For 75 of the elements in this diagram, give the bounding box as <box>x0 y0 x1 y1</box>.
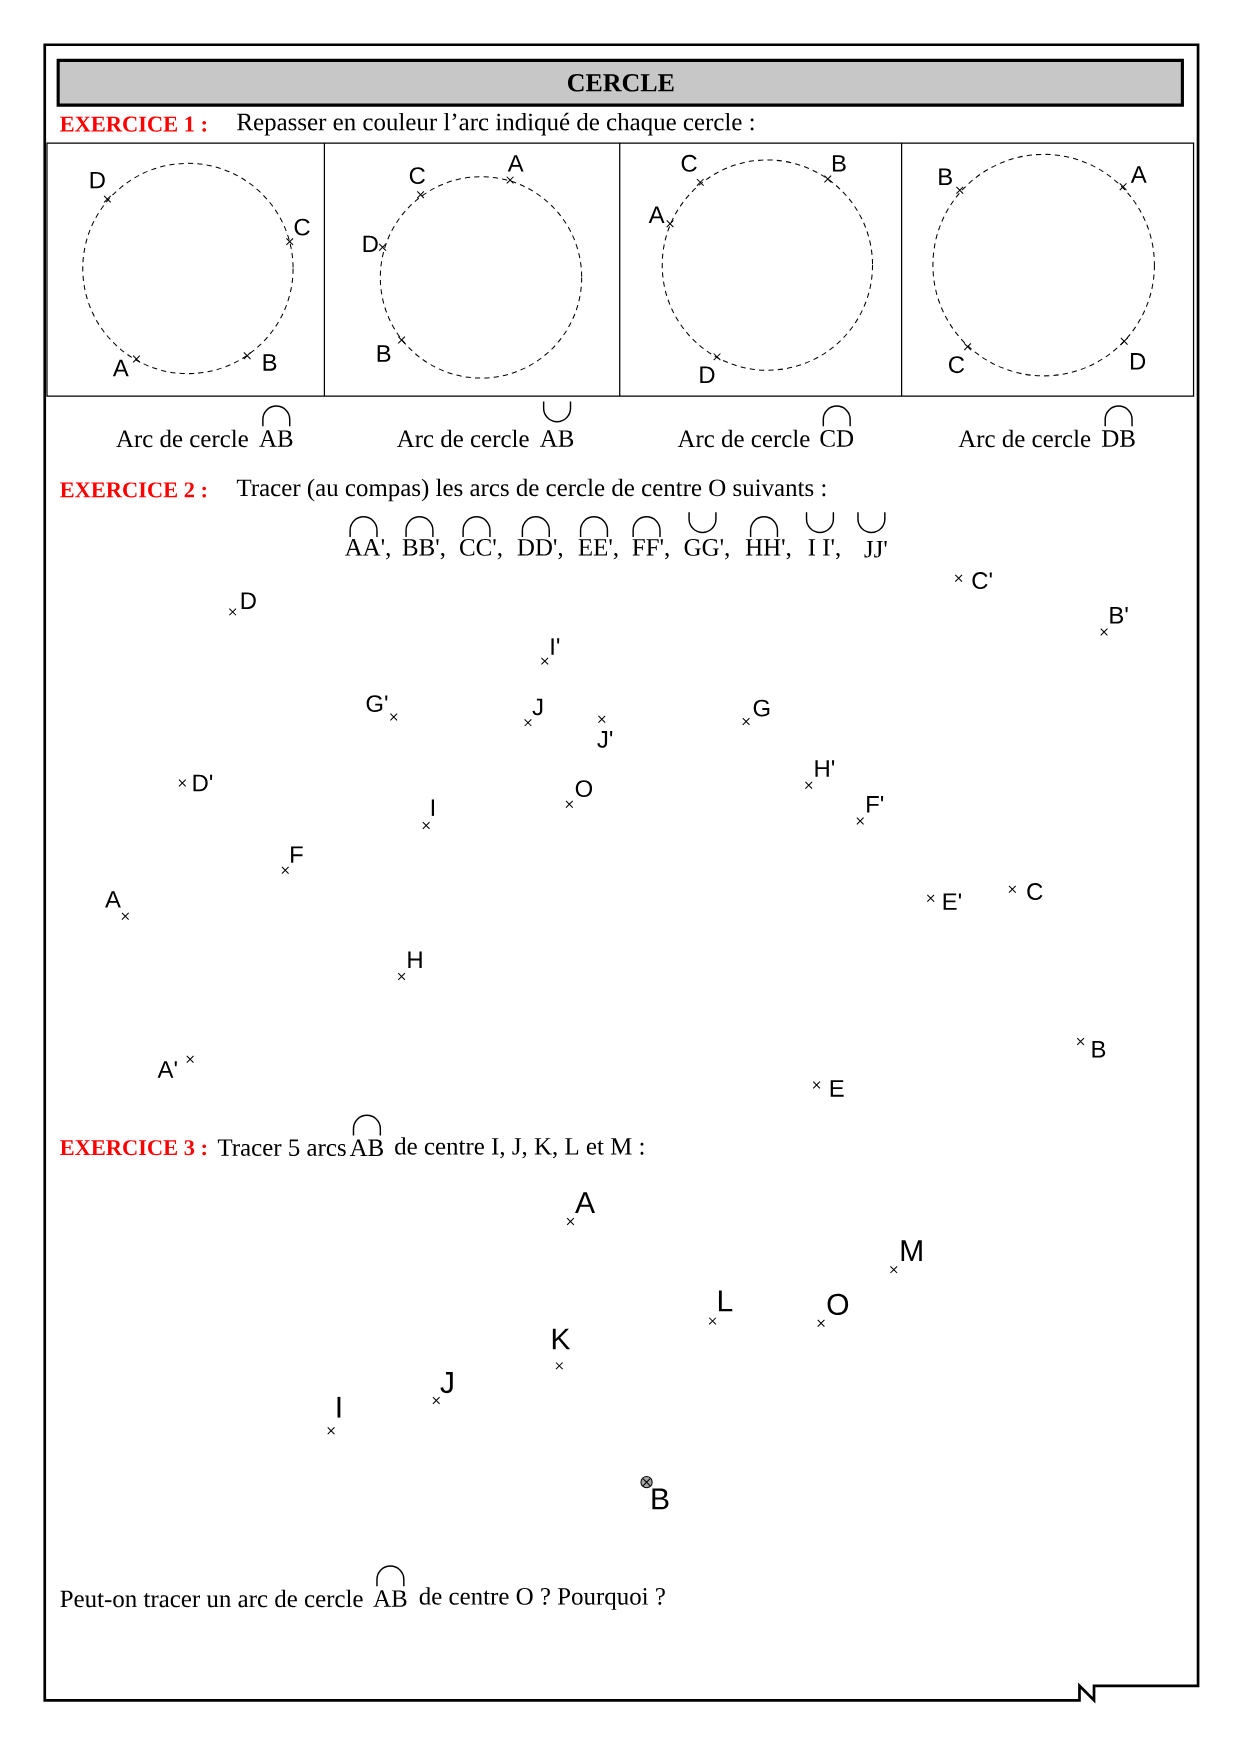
point-label: I' <box>551 638 560 655</box>
arc-name: I I', <box>808 539 840 560</box>
instruction-text: Peut-on tracer un arc de cercle <box>60 1589 363 1608</box>
arc-name: HH', <box>746 539 791 560</box>
point-label: B <box>1092 1041 1106 1058</box>
point-label: C' <box>972 572 993 590</box>
point-label: B <box>939 168 953 185</box>
point-label: A <box>105 891 122 908</box>
point-label: D <box>1131 353 1146 370</box>
point-label: H' <box>815 760 835 777</box>
point-label: J <box>532 698 543 716</box>
instruction-text: de centre I, J, K, L et M : <box>395 1137 644 1159</box>
point-label: F' <box>867 796 884 813</box>
point-label: O <box>576 780 593 798</box>
point-label: D <box>90 171 105 189</box>
arc-name: AB <box>373 1590 407 1607</box>
point-label: K <box>553 1328 571 1350</box>
point-label: L <box>719 1290 733 1312</box>
point-label: I <box>432 799 435 816</box>
exercise-heading: EXERCICE 1 : <box>60 116 207 132</box>
arc-name: AB <box>540 430 574 447</box>
arc-name: DB <box>1102 430 1135 447</box>
point-label: M <box>901 1240 922 1261</box>
point-label: J <box>440 1372 453 1394</box>
point-label: G <box>753 699 770 717</box>
arc-name: AA', <box>345 539 391 560</box>
point-label: D <box>700 366 715 383</box>
instruction-text: Repasser en couleur l’arc indiqué de chaque cercle : <box>237 112 754 136</box>
point-label: E' <box>943 893 962 910</box>
caption-text: Arc de cercle <box>677 429 810 448</box>
arc-name: CC', <box>460 539 502 560</box>
point-label: C <box>410 167 426 185</box>
point-label: A <box>1131 166 1147 183</box>
point-label: C <box>949 356 965 374</box>
point-label: E <box>830 1080 844 1097</box>
arc-name: JJ' <box>864 540 887 558</box>
point-label: O <box>827 1293 849 1315</box>
point-label: I <box>337 1396 341 1418</box>
point-label: D <box>363 235 378 253</box>
arc-name: EE', <box>578 539 618 560</box>
point-label: A <box>508 155 524 172</box>
header-band: CERCLE <box>56 58 1185 107</box>
point-label: A <box>113 359 129 377</box>
point-label: D' <box>193 774 213 792</box>
point-label: A <box>575 1192 596 1213</box>
point-label: B <box>263 354 277 371</box>
point-label: B' <box>1110 607 1128 624</box>
arc-name: BB', <box>402 539 445 560</box>
point-label: D <box>241 592 257 609</box>
point-label: A' <box>157 1061 178 1078</box>
arc-name: GG', <box>684 539 729 560</box>
point-label: G' <box>366 695 388 713</box>
point-label: J' <box>597 731 613 748</box>
arc-name: AB <box>259 430 293 447</box>
arc-name: CD <box>820 430 854 447</box>
point-label: H <box>408 951 422 968</box>
point-label: A <box>648 206 665 223</box>
arc-name: FF', <box>632 539 669 560</box>
point-label: B <box>833 155 846 172</box>
point-label: C <box>294 218 310 236</box>
exercise-heading: EXERCICE 3 : <box>60 1140 207 1156</box>
point-label: C <box>681 154 697 172</box>
arc-name: AB <box>350 1139 384 1156</box>
caption-text: Arc de cercle <box>958 429 1091 448</box>
point-label: F <box>291 846 303 863</box>
point-label: C <box>1027 883 1043 900</box>
point-label: B <box>652 1488 669 1510</box>
caption-text: Arc de cercle <box>116 429 249 448</box>
arc-name: DD', <box>517 539 563 560</box>
instruction-text: de centre O ? Pourquoi ? <box>419 1587 666 1610</box>
instruction-text: Tracer (au compas) les arcs de cercle de centre O suivants : <box>237 478 826 502</box>
instruction-text: Tracer 5 arcs <box>218 1139 346 1156</box>
exercise-heading: EXERCICE 2 : <box>60 482 207 498</box>
caption-text: Arc de cercle <box>397 429 529 448</box>
point-label: B <box>377 345 391 362</box>
